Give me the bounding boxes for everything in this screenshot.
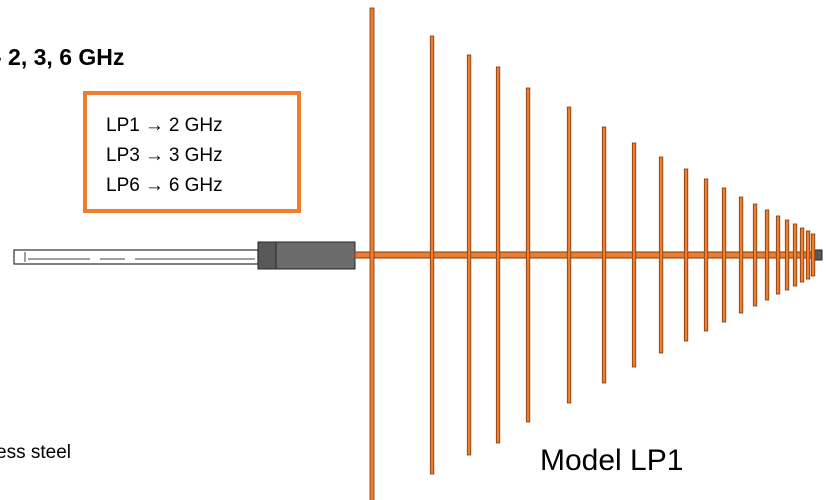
antenna-boom bbox=[354, 251, 814, 259]
legend-model-name: LP3 bbox=[106, 145, 140, 166]
dipole-element bbox=[601, 126, 607, 384]
dipole-element bbox=[799, 227, 805, 283]
dipole-element bbox=[429, 35, 435, 475]
legend-row-lp1: LP1→2 GHz bbox=[106, 111, 297, 141]
model-frequency-legend: LP1→2 GHz LP3→3 GHz LP6→6 GHz bbox=[83, 91, 301, 213]
right-arrow-icon: → bbox=[144, 115, 164, 136]
dipole-element bbox=[805, 230, 811, 280]
legend-row-lp6: LP6→6 GHz bbox=[106, 171, 297, 201]
dipole-element bbox=[466, 54, 472, 456]
dipole-element bbox=[738, 196, 744, 314]
right-arrow-icon: → bbox=[144, 145, 164, 166]
legend-frequency: 2 GHz bbox=[168, 115, 223, 136]
dipole-element bbox=[495, 66, 501, 444]
dipole-element bbox=[784, 219, 790, 291]
model-label: Model LP1 bbox=[540, 444, 684, 477]
dipole-element bbox=[764, 209, 770, 301]
dipole-elements bbox=[369, 7, 816, 500]
material-label: ess steel bbox=[0, 442, 71, 463]
dipole-element bbox=[631, 142, 637, 368]
legend-frequency: 6 GHz bbox=[168, 175, 223, 196]
dipole-element bbox=[566, 106, 572, 404]
support-mast bbox=[13, 249, 259, 265]
dipole-element bbox=[810, 233, 816, 277]
dipole-element bbox=[792, 223, 798, 287]
right-arrow-icon: → bbox=[144, 175, 164, 196]
frequency-heading: - 2, 3, 6 GHz bbox=[0, 44, 125, 70]
dipole-element bbox=[721, 187, 727, 323]
dipole-element bbox=[703, 178, 709, 332]
legend-model-name: LP1 bbox=[106, 115, 140, 136]
dipole-element bbox=[752, 203, 758, 307]
legend-frequency: 3 GHz bbox=[168, 145, 223, 166]
dipole-element bbox=[525, 87, 531, 423]
legend-row-lp3: LP3→3 GHz bbox=[106, 141, 297, 171]
dipole-element bbox=[775, 215, 781, 295]
legend-model-name: LP6 bbox=[106, 175, 140, 196]
dipole-element bbox=[683, 168, 689, 342]
connector-block bbox=[257, 241, 356, 270]
dipole-element bbox=[658, 156, 664, 354]
dipole-element bbox=[369, 7, 375, 500]
